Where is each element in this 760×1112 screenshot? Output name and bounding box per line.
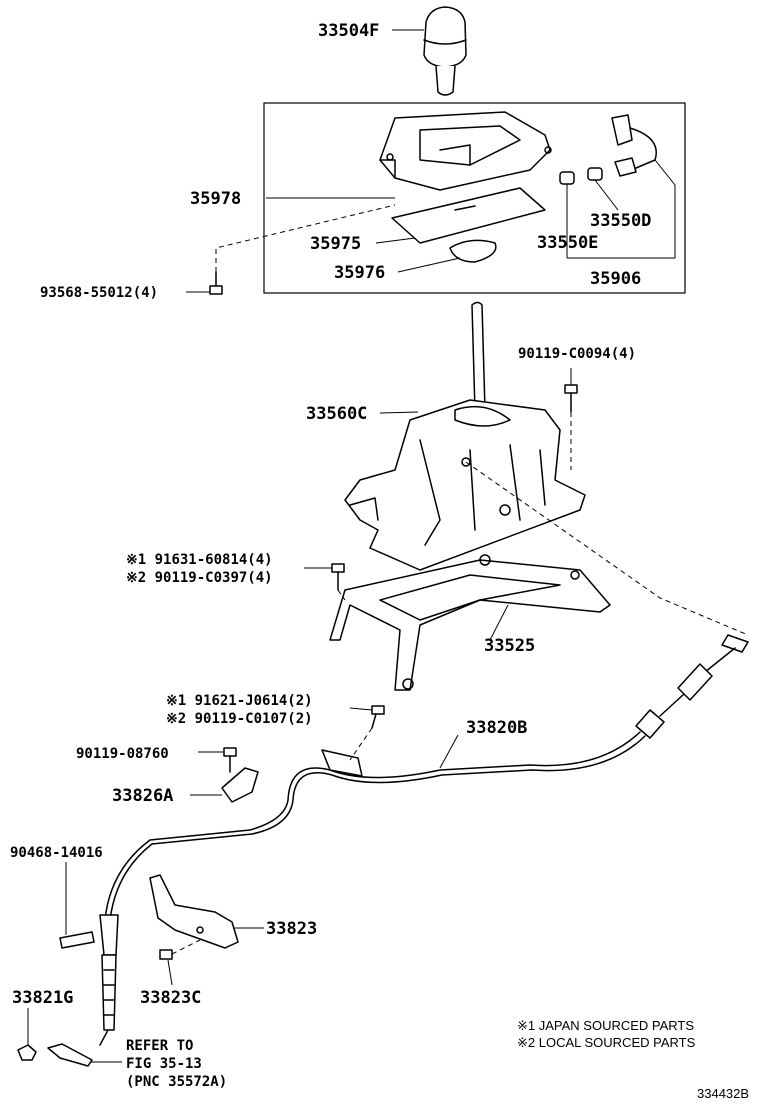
indicator-housing-35978 [379,111,552,191]
assembly-box-35978 [263,102,686,294]
shift-lever-assembly-33560C [344,301,586,571]
transmission-cable-33820B [99,634,749,1046]
label-refer-to: REFER TO [126,1038,193,1054]
bracket-33823 [149,874,264,949]
label-91621-J0614: ※1 91621-J0614(2) [166,693,313,709]
bolt-91631-60814 [304,563,346,601]
label-91631-60814: ※1 91631-60814(4) [126,552,273,568]
label-35906: 35906 [590,269,641,289]
clip-90468-14016 [59,862,95,949]
clip-33826A [190,767,259,803]
label-90468-14016: 90468-14016 [10,845,103,861]
bolt-91621-J0614 [349,705,385,761]
plate-35975 [391,187,546,244]
bulb-wiring-35906 [559,114,676,259]
label-35976: 35976 [334,263,385,283]
label-90119-C0094: 90119-C0094(4) [518,346,636,362]
note-japan-sourced: ※1 JAPAN SOURCED PARTS [517,1018,694,1033]
label-33560C: 33560C [306,404,367,424]
label-35975: 35975 [310,234,361,254]
label-33823: 33823 [266,919,317,939]
shift-lever-link [47,1043,122,1067]
figure-id: 334432B [697,1086,749,1101]
label-93568-55012: 93568-55012(4) [40,285,158,301]
bolt-90119-08760 [198,747,237,773]
label-33823C: 33823C [140,988,201,1008]
bracket-33525 [329,554,611,691]
label-33821G: 33821G [12,988,73,1008]
note-local-sourced: ※2 LOCAL SOURCED PARTS [517,1035,696,1050]
bolt-90119-C0094 [564,368,578,470]
label-33504F: 33504F [318,21,379,41]
bolt-33823C [159,939,201,986]
label-90119-C0397: ※2 90119-C0397(4) [126,570,273,586]
assembly-guide-line [465,461,749,636]
label-90119-08760: 90119-08760 [76,746,169,762]
screw-93568 [209,204,396,295]
label-refer-pnc: (PNC 35572A) [126,1074,227,1090]
shift-knob-33504F [392,6,467,96]
label-33826A: 33826A [112,786,173,806]
label-refer-fig: FIG 35-13 [126,1056,202,1072]
label-90119-C0107: ※2 90119-C0107(2) [166,711,313,727]
label-33525: 33525 [484,636,535,656]
label-33820B: 33820B [466,718,527,738]
label-35978: 35978 [190,189,241,209]
label-33550D: 33550D [590,211,651,231]
label-33550E: 33550E [537,233,598,253]
nut-33821G [17,1008,37,1061]
